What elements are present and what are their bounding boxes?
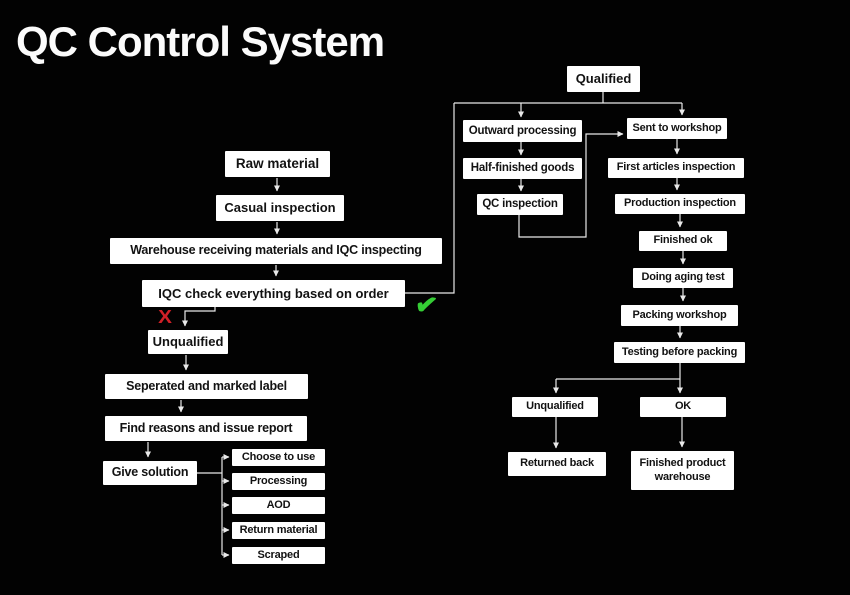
node-unqualified-left: Unqualified [148,330,228,354]
connector-iqc-to-qualified-rail [405,103,455,294]
node-unqualified-right: Unqualified [512,397,598,417]
node-half-finished-goods: Half-finished goods [463,158,582,179]
node-find-reasons: Find reasons and issue report [105,416,307,441]
node-raw-material: Raw material [225,151,330,177]
node-casual-inspection: Casual inspection [216,195,344,221]
node-qc-inspection: QC inspection [477,194,563,215]
connector-qcinspection-to-sentworkshop [518,131,624,238]
node-sent-to-workshop: Sent to workshop [627,118,727,139]
node-return-material: Return material [232,522,325,539]
connector-iqc-to-unqualified [182,307,216,327]
node-seperated-marked: Seperated and marked label [105,374,308,399]
node-outward-processing: Outward processing [463,120,582,142]
node-warehouse-receiving: Warehouse receiving materials and IQC in… [110,238,442,264]
node-give-solution: Give solution [103,461,197,485]
node-aod: AOD [232,497,325,514]
node-production-inspection: Production inspection [615,194,745,214]
node-doing-aging-test: Doing aging test [633,268,733,288]
node-finished-product-warehouse: Finished product warehouse [631,451,734,490]
unqualified-x-icon: X [158,307,172,327]
node-packing-workshop: Packing workshop [621,305,738,326]
node-ok: OK [640,397,726,417]
node-first-articles-inspection: First articles inspection [608,158,744,178]
qualified-check-icon: ✔ [413,288,440,322]
node-finished-ok: Finished ok [639,231,727,251]
node-choose-to-use: Choose to use [232,449,325,466]
node-testing-before-packing: Testing before packing [614,342,745,363]
page-title: QC Control System [16,18,385,65]
node-processing: Processing [232,473,325,490]
node-scraped: Scraped [232,547,325,564]
node-qualified: Qualified [567,66,640,92]
node-iqc-check: IQC check everything based on order [142,280,405,307]
node-returned-back: Returned back [508,452,606,476]
